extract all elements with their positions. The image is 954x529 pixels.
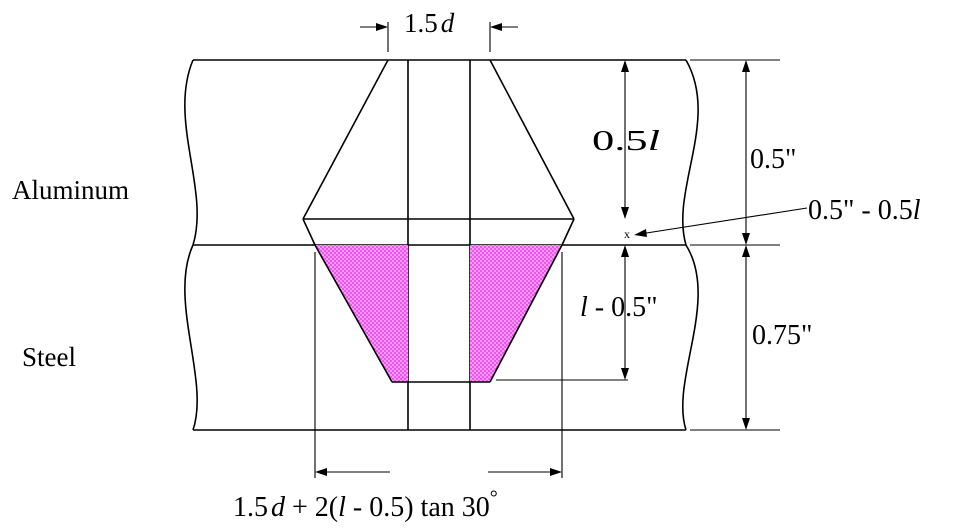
upper-cone-right-side: [489, 59, 575, 220]
lower-cone-right-side: [489, 244, 563, 383]
steel-label: Steel: [22, 342, 76, 372]
lower-cone-dim-arrowhead-top: [621, 245, 629, 257]
lower-cone-dim-label: l - 0.5": [580, 292, 658, 323]
gap-label: 0.5" - 0.5l: [808, 195, 921, 226]
aluminum-dim-arrowhead-top: [742, 60, 750, 72]
aluminum-thickness-label: 0.5": [750, 144, 796, 175]
lower-cone-right-top: [561, 218, 575, 246]
top-width-arrowhead-right: [490, 23, 502, 31]
upper-cone-dim-arrowhead-top: [621, 60, 629, 72]
upper-cone-dim-arrowhead-bottom: [621, 207, 629, 219]
aluminum-dim-arrowhead-bottom: [742, 233, 750, 245]
steel-dim-arrowhead-top: [742, 245, 750, 257]
bottom-width-arrowhead-right: [550, 468, 562, 476]
gap-leader-arrowhead: [634, 229, 647, 237]
bottom-width-arrowhead-left: [315, 468, 327, 476]
upper-cone-left-side: [302, 59, 389, 220]
gap-marker: x: [624, 227, 630, 241]
lower-cone-left-top: [302, 218, 316, 246]
steel-cone-region-right: [470, 245, 562, 382]
lower-cone-dim-arrowhead-bottom: [621, 368, 629, 380]
lower-cone-left-side: [314, 244, 393, 383]
steel-cone-region-left: [315, 245, 408, 382]
steel-dim-arrowhead-bottom: [742, 418, 750, 430]
steel-thickness-label: 0.75": [752, 320, 812, 351]
gap-leader-line: [639, 207, 808, 235]
top-width-arrowhead-left: [376, 23, 388, 31]
aluminum-label: Aluminum: [12, 175, 129, 205]
